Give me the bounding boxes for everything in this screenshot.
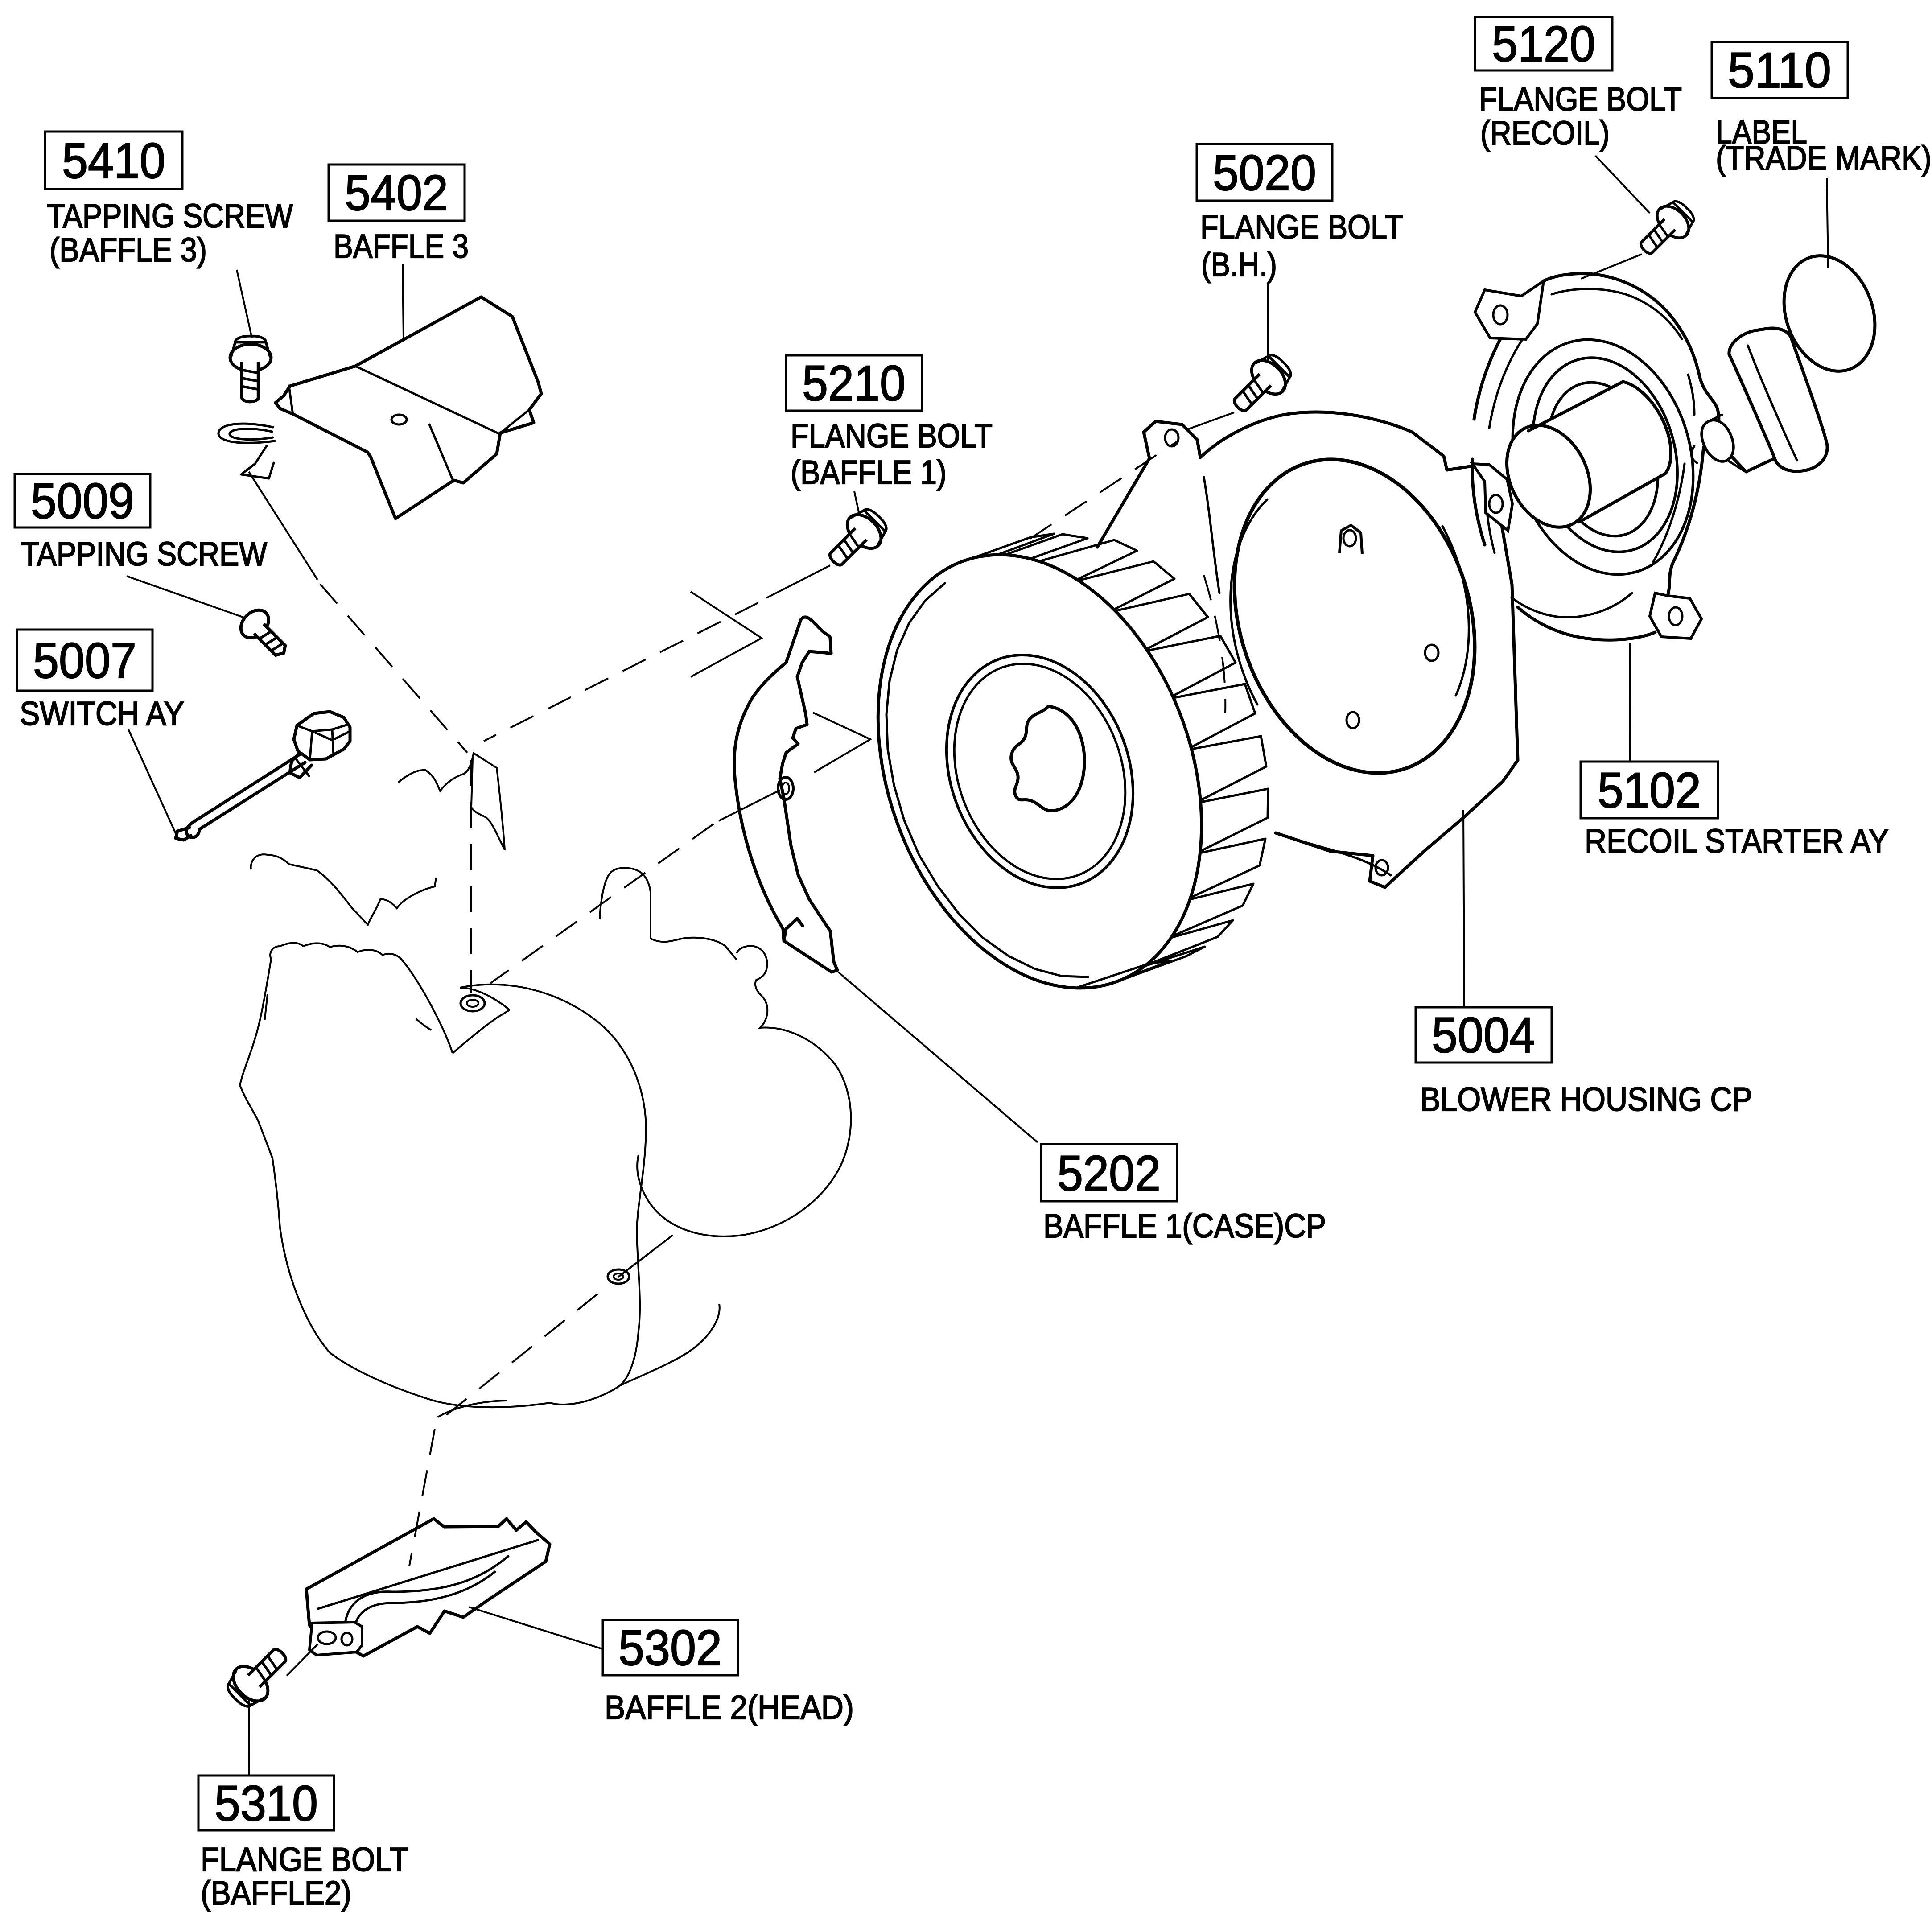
svg-text:5402: 5402 (345, 165, 448, 221)
svg-text:5120: 5120 (1492, 16, 1595, 72)
svg-text:(TRADE MARK): (TRADE MARK) (1716, 139, 1932, 177)
svg-text:5007: 5007 (33, 633, 136, 688)
svg-text:5020: 5020 (1213, 145, 1316, 201)
svg-text:LABEL: LABEL (1716, 113, 1807, 151)
svg-text:BLOWER HOUSING CP: BLOWER HOUSING CP (1420, 1080, 1752, 1118)
svg-text:5410: 5410 (62, 133, 165, 189)
svg-text:BAFFLE 1(CASE)CP: BAFFLE 1(CASE)CP (1043, 1207, 1326, 1244)
svg-text:TAPPING SCREW: TAPPING SCREW (47, 197, 293, 235)
svg-text:(BAFFLE 1): (BAFFLE 1) (791, 453, 947, 491)
svg-text:FLANGE BOLT: FLANGE BOLT (1200, 208, 1403, 246)
svg-text:SWITCH AY: SWITCH AY (20, 695, 184, 732)
svg-text:FLANGE BOLT: FLANGE BOLT (1479, 80, 1682, 118)
svg-text:RECOIL STARTER AY: RECOIL STARTER AY (1585, 822, 1889, 860)
svg-text:5202: 5202 (1057, 1145, 1161, 1201)
svg-text:FLANGE BOLT: FLANGE BOLT (791, 417, 993, 454)
svg-text:BAFFLE 2(HEAD): BAFFLE 2(HEAD) (605, 1689, 854, 1726)
svg-text:5210: 5210 (802, 355, 906, 411)
svg-text:BAFFLE 3: BAFFLE 3 (334, 227, 469, 265)
svg-text:5009: 5009 (31, 473, 134, 529)
svg-text:5310: 5310 (214, 1776, 318, 1831)
svg-text:(RECOIL): (RECOIL) (1480, 114, 1610, 152)
svg-text:5302: 5302 (618, 1620, 722, 1676)
svg-text:5110: 5110 (1728, 42, 1831, 98)
svg-text:(BAFFLE2): (BAFFLE2) (201, 1874, 351, 1912)
svg-text:(BAFFLE 3): (BAFFLE 3) (49, 231, 207, 268)
svg-text:TAPPING SCREW: TAPPING SCREW (21, 535, 267, 573)
svg-text:5004: 5004 (1432, 1007, 1535, 1063)
svg-text:FLANGE BOLT: FLANGE BOLT (201, 1841, 408, 1878)
svg-text:5102: 5102 (1598, 762, 1701, 818)
svg-text:(B.H.): (B.H.) (1201, 246, 1277, 283)
